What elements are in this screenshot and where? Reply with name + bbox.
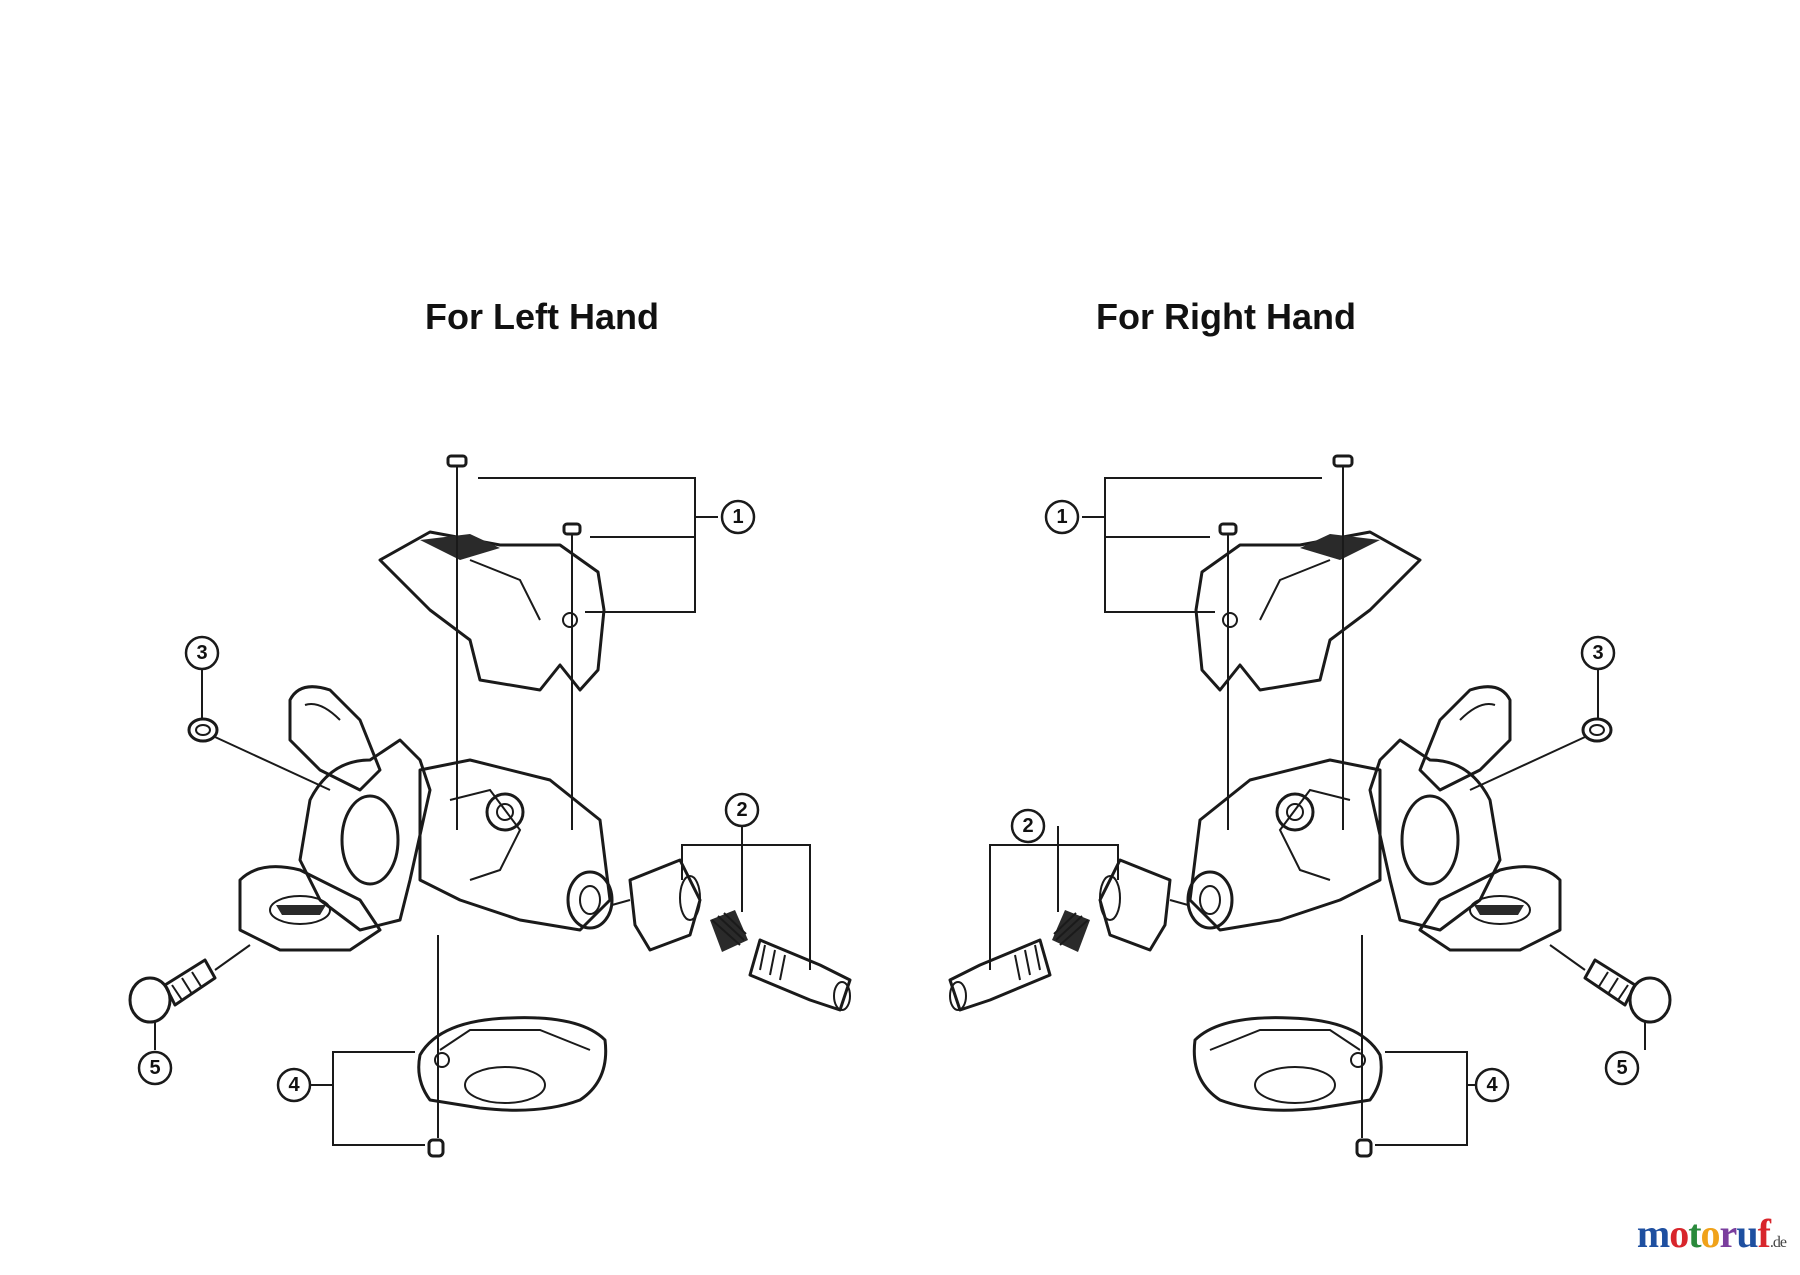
svg-text:2: 2	[1022, 815, 1033, 837]
logo-wordmark: motoruf	[1636, 1211, 1771, 1256]
callout-left-5: 5	[137, 1050, 173, 1086]
logo-letter: t	[1688, 1211, 1701, 1256]
logo-letter: o	[1669, 1211, 1689, 1256]
callout-right-3: 3	[1580, 635, 1616, 671]
title-left-hand: For Left Hand	[425, 296, 659, 337]
callout-left-2: 2	[724, 792, 760, 828]
logo-letter: r	[1719, 1211, 1738, 1256]
svg-text:1: 1	[1056, 506, 1067, 528]
logo-letter: f	[1757, 1211, 1771, 1256]
callout-right-1: 1	[1044, 499, 1080, 535]
svg-text:3: 3	[196, 642, 207, 664]
title-right-hand: For Right Hand	[1096, 296, 1356, 337]
logo-letter: m	[1636, 1211, 1670, 1256]
callout-left-1: 1	[720, 499, 756, 535]
callout-right-5: 5	[1604, 1050, 1640, 1086]
svg-text:5: 5	[1616, 1057, 1627, 1079]
logo-letter: u	[1736, 1211, 1758, 1256]
svg-text:1: 1	[732, 506, 743, 528]
callout-left-4: 4	[276, 1067, 312, 1103]
motoruf-logo: motoruf.de	[1636, 1210, 1787, 1257]
assembly-right-hand	[948, 454, 1672, 1158]
callout-left-3: 3	[184, 635, 220, 671]
svg-text:2: 2	[736, 799, 747, 821]
logo-letter: o	[1700, 1211, 1721, 1256]
callout-right-2: 2	[1010, 808, 1046, 844]
svg-text:4: 4	[1486, 1074, 1498, 1096]
callout-right-4: 4	[1474, 1067, 1510, 1103]
logo-domain: .de	[1769, 1234, 1787, 1251]
svg-text:5: 5	[149, 1057, 160, 1079]
svg-text:4: 4	[288, 1074, 300, 1096]
svg-text:3: 3	[1592, 642, 1603, 664]
